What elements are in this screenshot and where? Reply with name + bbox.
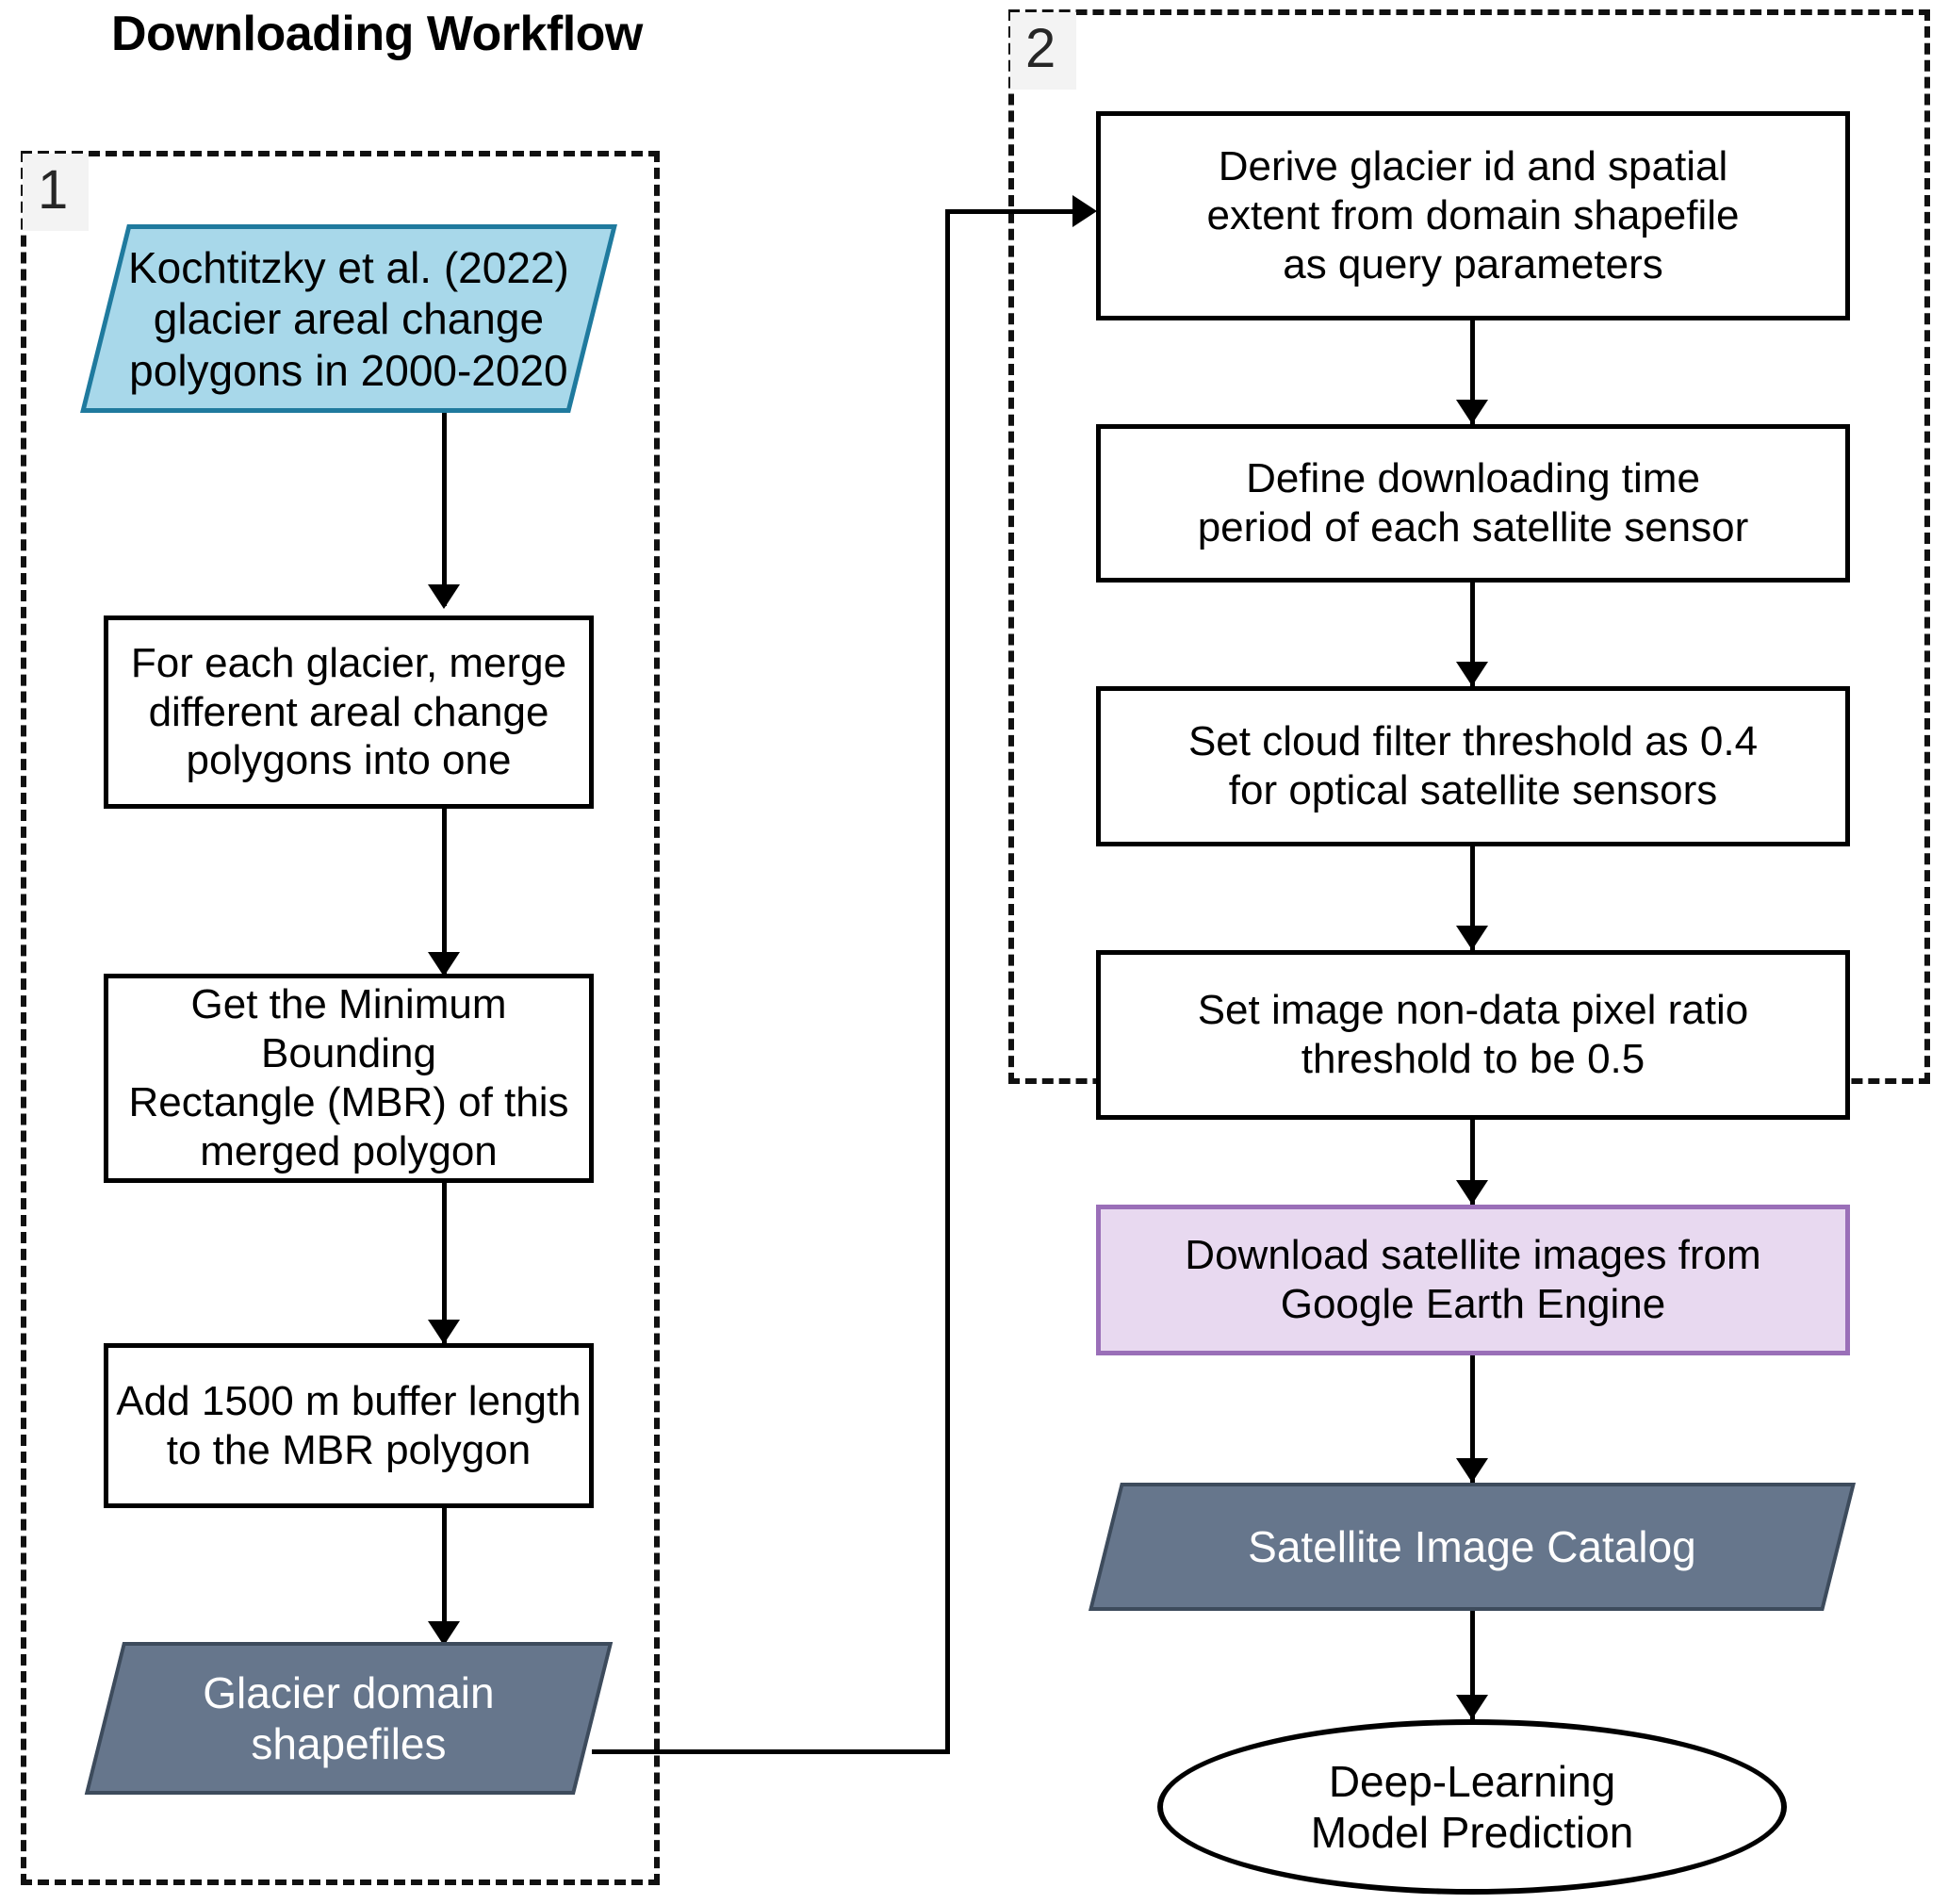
group-badge-2: 2 [1010,12,1077,90]
edge-shapefiles-to-derive-seg2 [945,209,950,1754]
node-merge-polygons[interactable]: For each glacier, merge different areal … [104,616,594,809]
edge-download-to-catalog-line [1470,1355,1475,1483]
edge-shapefiles-to-derive-seg3 [945,209,1082,214]
node-define-period-label: Define downloading time period of each s… [1197,455,1749,550]
edge-period-to-cloud-line [1470,583,1475,686]
node-add-buffer-label: Add 1500 m buffer length to the MBR poly… [116,1377,581,1473]
node-domain-shapefiles[interactable]: Glacier domain shapefiles [84,1642,614,1795]
group-container-1 [21,151,660,1885]
edge-mbr-to-buffer-arrow [428,1320,460,1344]
node-download-gee-label: Download satellite images from Google Ea… [1185,1232,1761,1327]
edge-derive-to-period-line [1470,320,1475,424]
node-derive-query[interactable]: Derive glacier id and spatial extent fro… [1096,111,1850,320]
node-image-catalog[interactable]: Satellite Image Catalog [1089,1483,1856,1611]
node-download-gee[interactable]: Download satellite images from Google Ea… [1096,1205,1850,1355]
edge-input-to-merge-arrow [428,584,460,609]
edge-shapefiles-to-derive-arrow [1072,195,1097,227]
node-image-catalog-label: Satellite Image Catalog [1248,1521,1696,1571]
group-badge-1: 1 [23,154,90,231]
edge-buffer-to-shapefiles-arrow [428,1621,460,1646]
edge-merge-to-mbr-line [442,809,447,977]
node-cloud-threshold[interactable]: Set cloud filter threshold as 0.4 for op… [1096,686,1850,846]
edge-derive-to-period-arrow [1456,400,1488,424]
node-cloud-threshold-label: Set cloud filter threshold as 0.4 for op… [1187,718,1759,813]
node-derive-query-label: Derive glacier id and spatial extent fro… [1206,143,1740,287]
edge-input-to-merge-line [442,413,447,606]
node-input-polygons[interactable]: Kochtitzky et al. (2022) glacier areal c… [80,224,617,413]
edge-cloud-to-nodata-arrow [1456,926,1488,950]
edge-cloud-to-nodata-line [1470,846,1475,950]
edge-nodata-to-download-line [1470,1120,1475,1205]
node-nodata-threshold[interactable]: Set image non-data pixel ratio threshold… [1096,950,1850,1120]
edge-shapefiles-to-derive-seg1 [592,1749,950,1754]
figure-title: Downloading Workflow [111,7,643,61]
edge-merge-to-mbr-arrow [428,952,460,977]
node-define-period[interactable]: Define downloading time period of each s… [1096,424,1850,583]
node-nodata-threshold-label: Set image non-data pixel ratio threshold… [1197,987,1749,1082]
node-get-mbr-label: Get the Minimum Bounding Rectangle (MBR)… [128,981,569,1174]
edge-period-to-cloud-arrow [1456,662,1488,686]
edge-catalog-to-model-line [1470,1611,1475,1719]
node-merge-polygons-label: For each glacier, merge different areal … [130,639,567,784]
edge-mbr-to-buffer-line [442,1183,447,1343]
node-get-mbr[interactable]: Get the Minimum Bounding Rectangle (MBR)… [104,974,594,1183]
node-model-prediction-label: Deep-Learning Model Prediction [1310,1756,1634,1857]
node-model-prediction[interactable]: Deep-Learning Model Prediction [1157,1719,1787,1895]
edge-catalog-to-model-arrow [1456,1695,1488,1719]
edge-nodata-to-download-arrow [1456,1180,1488,1205]
node-input-polygons-label: Kochtitzky et al. (2022) glacier areal c… [128,242,569,395]
node-add-buffer[interactable]: Add 1500 m buffer length to the MBR poly… [104,1343,594,1508]
node-domain-shapefiles-label: Glacier domain shapefiles [203,1667,495,1768]
edge-buffer-to-shapefiles-line [442,1508,447,1645]
edge-download-to-catalog-arrow [1456,1458,1488,1483]
